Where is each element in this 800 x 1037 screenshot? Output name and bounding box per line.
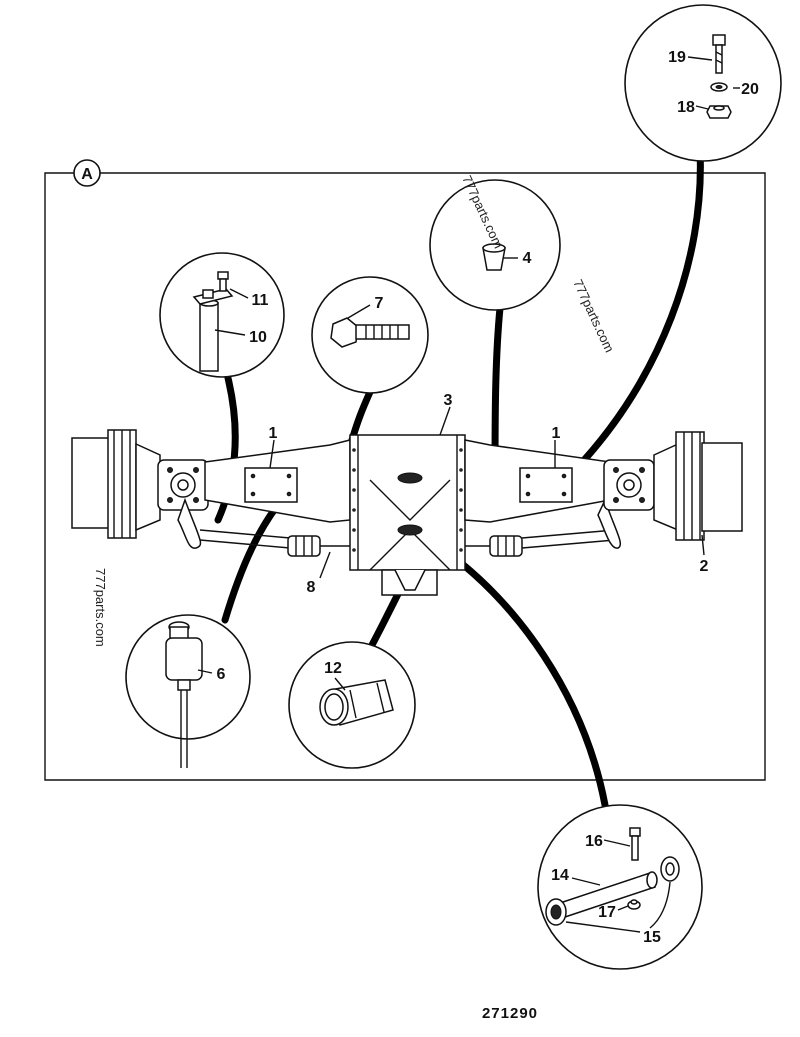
leader-14-17 — [426, 536, 609, 809]
view-label-circle — [73, 159, 101, 187]
callout-11: 11 — [252, 292, 269, 309]
leader-19-20-18 — [571, 146, 704, 474]
axle-assembly — [71, 429, 743, 596]
center-housing — [349, 434, 466, 571]
leader-7 — [348, 388, 374, 444]
callout-12: 12 — [324, 660, 342, 677]
callout-1-right: 1 — [552, 425, 561, 442]
left-hub — [71, 437, 113, 529]
callout-leaders — [269, 406, 705, 579]
view-label: A — [81, 166, 93, 183]
watermark-2: 777parts.com — [570, 277, 617, 355]
callout-1-left: 1 — [269, 425, 278, 442]
callout-19: 19 — [668, 49, 686, 66]
figure-number: 271290 — [482, 1005, 538, 1022]
callout-numbers: 1 1 2 3 4 6 7 8 10 11 12 14 15 16 17 18 … — [217, 49, 759, 946]
right-arm-plate — [519, 467, 573, 503]
callout-20: 20 — [741, 81, 759, 98]
watermark-3: 777parts.com — [93, 568, 108, 647]
detail-circle-7 — [311, 276, 429, 394]
callout-17: 17 — [598, 904, 616, 921]
callout-6: 6 — [217, 666, 226, 683]
callout-10: 10 — [249, 329, 267, 346]
detail-circle-10-11 — [159, 252, 285, 378]
callout-4: 4 — [523, 250, 532, 267]
callout-3: 3 — [444, 392, 453, 409]
callout-16: 16 — [585, 833, 603, 850]
detail-circle-14-17 — [537, 804, 703, 970]
leader-12 — [368, 586, 404, 649]
callout-15: 15 — [643, 929, 661, 946]
callout-2: 2 — [700, 558, 709, 575]
callout-8: 8 — [307, 579, 316, 596]
left-arm-plate — [244, 467, 298, 503]
detail-circle-6 — [125, 614, 251, 768]
detail-circle-4 — [429, 179, 561, 311]
callout-18: 18 — [677, 99, 695, 116]
detail-circle-12 — [288, 641, 416, 769]
callout-14: 14 — [551, 867, 569, 884]
view-frame: A — [44, 159, 766, 781]
detail-circle-19-20-18 — [624, 4, 782, 162]
callout-7: 7 — [375, 295, 384, 312]
right-hub — [701, 442, 743, 532]
